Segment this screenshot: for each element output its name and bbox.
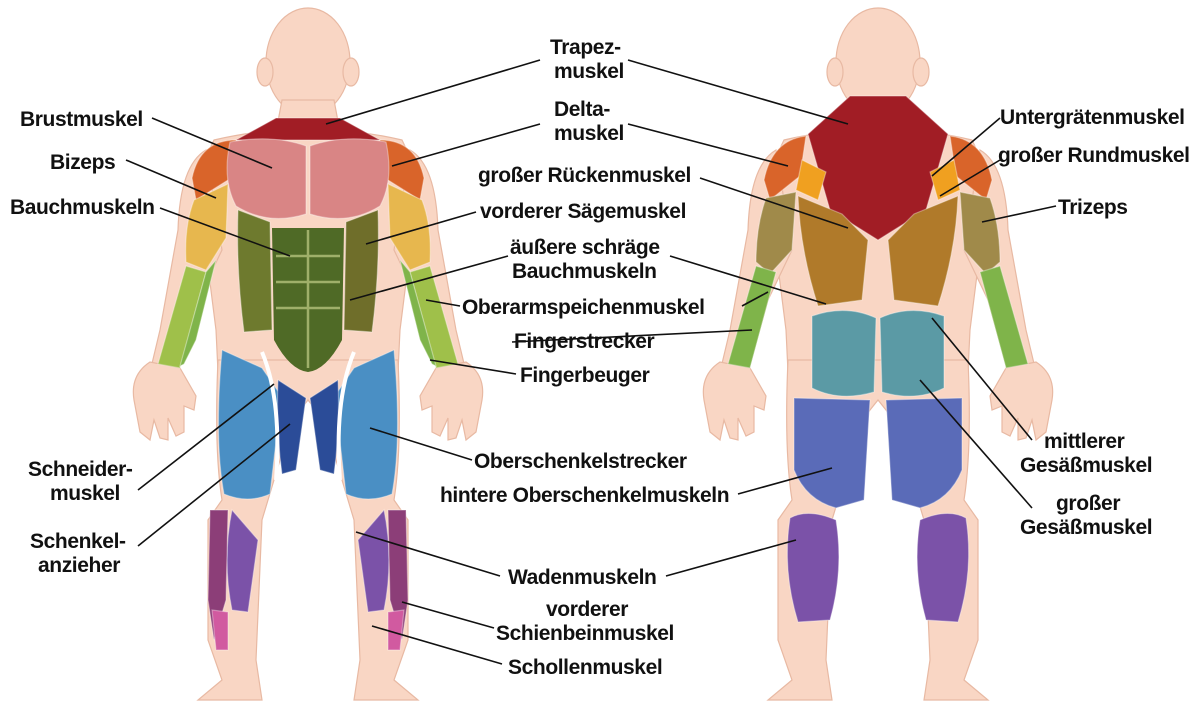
label-schneidermuskel-2: muskel [50,482,120,505]
label-trapez-1: Trapez- [550,36,621,59]
back-hand-left [703,362,766,440]
label-oberschenkelstrecker: Oberschenkelstrecker [474,450,687,473]
label-grosser-rueckenmuskel: großer Rückenmuskel [478,164,691,187]
back-glute-left [812,310,876,396]
front-chest-right [310,139,389,219]
label-schenkelanzieher-2: anzieher [38,554,120,577]
front-hand-right [420,362,483,440]
label-grosser-rundmuskel: großer Rundmuskel [998,144,1190,167]
label-bizeps: Bizeps [50,151,115,174]
label-schneidermuskel-1: Schneider- [28,458,133,481]
label-grosser-gesaessmuskel-2: Gesäßmuskel [1020,516,1152,539]
label-schenkelanzieher-1: Schenkel- [30,530,126,553]
front-trapezius [236,118,380,140]
label-brustmuskel: Brustmuskel [20,108,143,131]
label-fingerbeuger: Fingerbeuger [520,364,650,387]
label-vorderer-saegemuskel: vorderer Sägemuskel [480,200,686,223]
label-oberarmspeichenmuskel: Oberarmspeichenmuskel [462,296,705,319]
label-trizeps: Trizeps [1058,196,1128,219]
front-figure [133,8,482,700]
label-mittlerer-gesaessmuskel-2: Gesäßmuskel [1020,454,1152,477]
label-fingerstrecker: Fingerstrecker [514,330,655,353]
label-bauchmuskeln: Bauchmuskeln [10,196,155,219]
label-wadenmuskeln: Wadenmuskeln [508,566,656,589]
label-delta-2: muskel [554,122,624,145]
back-calf-right [917,513,969,622]
front-chest-left [227,139,306,219]
label-schollenmuskel: Schollenmuskel [508,656,662,679]
label-vorderer-schienbeinmuskel-1: vorderer [546,598,628,621]
back-calf-left [787,513,839,622]
label-vorderer-schienbeinmuskel-2: Schienbeinmuskel [496,622,674,645]
label-aeussere-schraege-2: Bauchmuskeln [512,260,657,283]
back-glute-right [880,310,944,396]
front-obliques-left [238,210,272,332]
label-trapez-2: muskel [554,60,624,83]
label-mittlerer-gesaessmuskel-1: mittlerer [1044,430,1125,453]
front-hand-left [133,362,196,440]
front-obliques-right [344,210,378,332]
label-hintere-oberschenkelmuskeln: hintere Oberschenkelmuskeln [440,484,729,507]
label-delta-1: Delta- [554,98,610,121]
label-untergraetenmuskel: Untergrätenmuskel [1000,106,1185,129]
label-aeussere-schraege-1: äußere schräge [510,236,660,259]
label-grosser-gesaessmuskel-1: großer [1056,492,1120,515]
